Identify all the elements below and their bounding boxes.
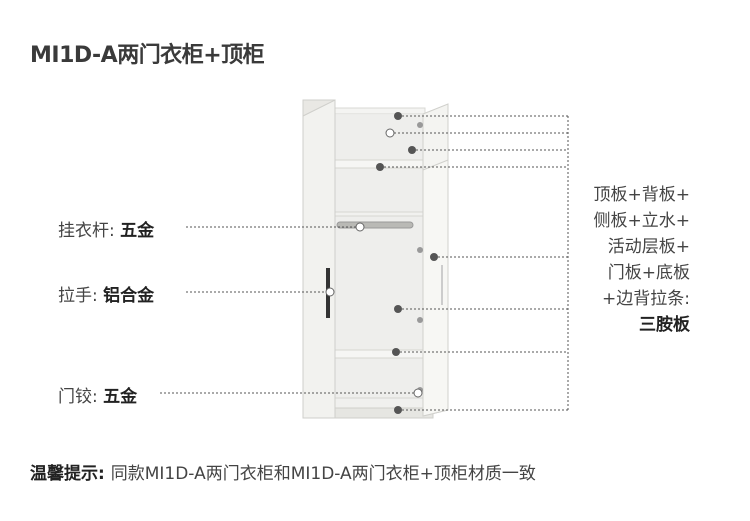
hanger-rod-value: 五金 bbox=[120, 221, 155, 241]
product-title: MI1D-A两门衣柜+顶柜 bbox=[30, 43, 265, 68]
notice-text: 同款MI1D-A两门衣柜和MI1D-A两门衣柜+顶柜材质一致 bbox=[110, 464, 536, 484]
materials-callout: 顶板+背板+ 侧板+立水+ 活动层板+ 门板+底板 +边背拉条: 三胺板 bbox=[594, 182, 691, 338]
hanger-rod-label: 挂衣杆: bbox=[58, 221, 121, 241]
left-leader-lines bbox=[160, 226, 418, 394]
materials-line: 活动层板+ bbox=[607, 237, 690, 257]
hinge-value: 五金 bbox=[103, 387, 138, 407]
hinge-callout: 门铰: 五金 bbox=[58, 382, 137, 407]
notice: 温馨提示: 同款MI1D-A两门衣柜和MI1D-A两门衣柜+顶柜材质一致 bbox=[30, 459, 536, 484]
hanger-rod-callout: 挂衣杆: 五金 bbox=[58, 216, 154, 241]
materials-line: 顶板+背板+ bbox=[593, 185, 691, 205]
hinge-label: 门铰: bbox=[58, 387, 104, 407]
materials-line: 侧板+立水+ bbox=[593, 211, 691, 231]
handle-label: 拉手: bbox=[58, 286, 104, 306]
materials-value: 三胺板 bbox=[639, 315, 690, 335]
handle-value: 铝合金 bbox=[103, 286, 155, 306]
wardrobe-body bbox=[302, 99, 449, 419]
notice-label: 温馨提示: bbox=[30, 464, 111, 484]
handle-callout: 拉手: 铝合金 bbox=[58, 281, 154, 306]
materials-line: 门板+底板 bbox=[607, 263, 690, 283]
right-leader-lines bbox=[380, 115, 569, 411]
materials-line: +边背拉条: bbox=[602, 289, 690, 309]
callout-dots bbox=[325, 112, 438, 414]
